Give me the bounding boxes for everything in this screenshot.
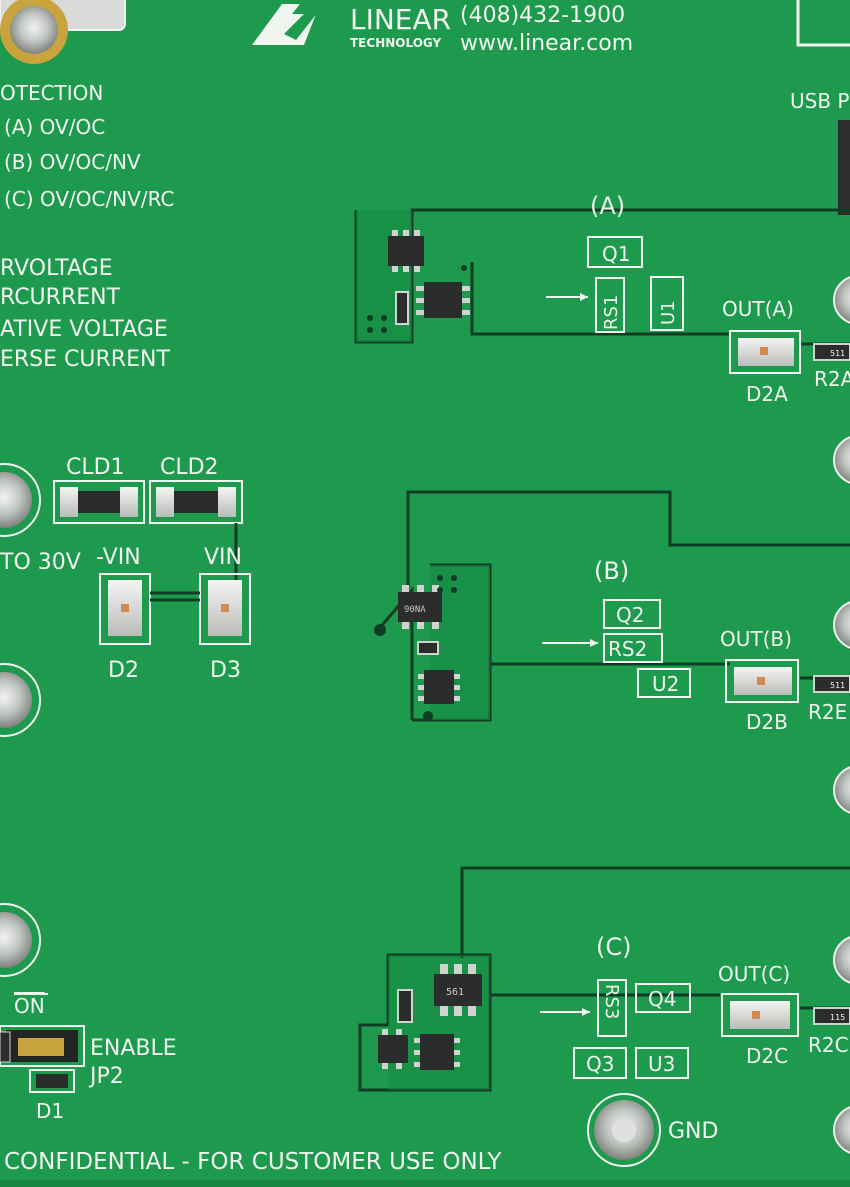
ref-designator: Q1	[602, 242, 630, 266]
ref-designator: Q3	[586, 1052, 614, 1076]
output-label: OUT(A)	[722, 297, 794, 321]
vin-label: VIN	[204, 545, 242, 570]
ic-marking: 90NA	[404, 605, 426, 615]
resistor-code: 115	[830, 1013, 845, 1022]
legend-abbrev: RCURRENT	[0, 285, 121, 310]
usb-connector-outline	[796, 0, 850, 215]
channel-c: 561 (C) RS3 Q4 Q3 U3 OUT(C)	[358, 866, 850, 1092]
standoff	[833, 601, 850, 649]
output-label: OUT(C)	[718, 962, 790, 986]
legend-title: OTECTION	[0, 81, 103, 105]
chip: 90NA	[398, 585, 442, 629]
channel-a: (A) Q1 RS1 U1 OUT(A) D2A 511 R2A	[354, 192, 850, 406]
brand-subtext: TECHNOLOGY	[350, 36, 441, 50]
resistor-code: 511	[830, 681, 845, 690]
bottom-left-standoff	[0, 903, 41, 977]
top-left-standoff	[0, 0, 126, 64]
led-label: D2	[108, 658, 139, 683]
jumper-jp2[interactable]: ON ENABLE JP2 D1	[0, 993, 177, 1123]
chip: 561	[434, 964, 482, 1016]
jumper-label: JP2	[88, 1064, 124, 1089]
led-label: D3	[210, 658, 241, 683]
led	[729, 330, 801, 374]
brand-text: LINEAR	[350, 3, 451, 36]
output-label: OUT(B)	[720, 627, 792, 651]
ref-designator: RS2	[608, 637, 647, 661]
ref-designator: CLD2	[160, 455, 219, 480]
standoff	[833, 936, 850, 984]
protection-legend: OTECTION (A) OV/OC (B) OV/OC/NV (C) OV/O…	[0, 81, 174, 372]
linear-logo: LINEAR TECHNOLOGY	[252, 3, 451, 50]
ref-designator: RS1	[601, 295, 622, 330]
led	[725, 659, 799, 703]
chip	[378, 1029, 408, 1069]
channel-label: (C)	[596, 933, 631, 961]
led	[721, 993, 799, 1037]
standoff	[833, 436, 850, 484]
phone-number: (408)432-1900	[460, 3, 625, 28]
channel-b: 90NA (B) Q2 RS2 U2 OUT(B) D2B	[374, 490, 850, 734]
gnd-terminal[interactable]	[587, 1093, 661, 1167]
chip	[416, 282, 470, 318]
ref-designator: CLD1	[66, 455, 125, 480]
channel-label: (B)	[594, 557, 629, 585]
legend-item: (B) OV/OC/NV	[4, 150, 141, 174]
legend-abbrev: ERSE CURRENT	[0, 347, 170, 372]
ic-marking: 561	[446, 987, 464, 998]
ref-designator: RS3	[601, 984, 622, 1019]
enable-label: ENABLE	[90, 1036, 177, 1061]
ref-designator: U2	[652, 672, 679, 696]
resistor-label: R2A	[814, 367, 850, 391]
diode-label: D1	[36, 1099, 64, 1123]
chip	[418, 670, 460, 704]
legend-abbrev: RVOLTAGE	[0, 256, 113, 281]
jumper-on-label: ON	[14, 994, 45, 1018]
legend-abbrev: ATIVE VOLTAGE	[0, 317, 168, 342]
resistor-label: R2C	[808, 1033, 849, 1057]
led-label: D2A	[746, 382, 788, 406]
ref-designator: U1	[658, 300, 679, 325]
channel-label: (A)	[590, 192, 625, 220]
resistor-label: R2E	[808, 700, 847, 724]
website-url: www.linear.com	[460, 31, 633, 56]
standoff	[833, 276, 850, 324]
legend-item: (A) OV/OC	[4, 115, 105, 139]
gnd-label: GND	[668, 1119, 718, 1144]
led-label: D2B	[746, 710, 788, 734]
legend-item: (C) OV/OC/NV/RC	[4, 187, 174, 211]
ref-designator: Q2	[616, 603, 644, 627]
led-label: D2C	[746, 1044, 788, 1068]
resistor-code: 511	[830, 349, 845, 358]
ref-designator: Q4	[648, 987, 676, 1011]
chip	[388, 230, 424, 272]
voltage-range: TO 30V	[0, 550, 81, 575]
standoff	[833, 766, 850, 814]
chip	[414, 1034, 460, 1070]
standoff	[833, 1106, 850, 1154]
confidential-footer: CONFIDENTIAL - FOR CUSTOMER USE ONLY	[4, 1149, 502, 1175]
neg-vin-label: -VIN	[96, 545, 141, 570]
usb-label: USB P	[790, 89, 849, 113]
ref-designator: U3	[648, 1052, 675, 1076]
input-block: CLD1 CLD2 TO 30V -VIN VIN D2 D3	[0, 455, 251, 737]
